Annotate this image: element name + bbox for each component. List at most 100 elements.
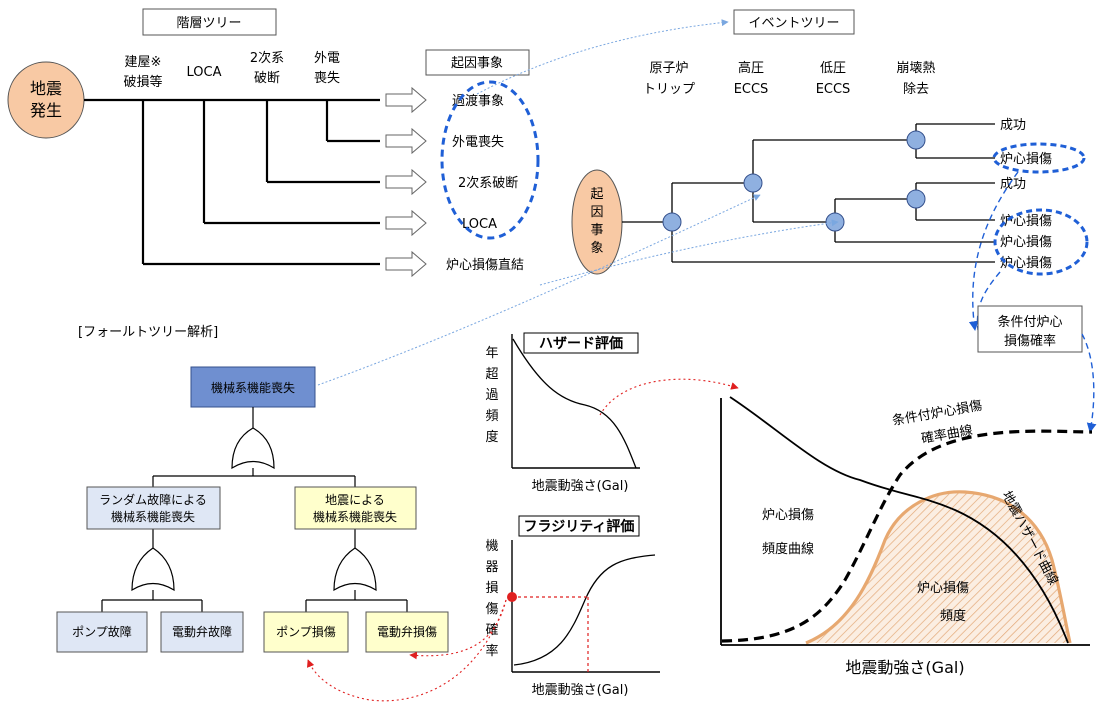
- header-reactor-trip-2: トリップ: [643, 82, 695, 97]
- initiating-event-node: [571, 169, 623, 275]
- or-gate-right: [333, 547, 377, 592]
- core-damage-frequency-curve: [805, 490, 1072, 645]
- fragility-ylabel-3: 損: [485, 581, 498, 596]
- valve-failure-label: 電動弁故障: [172, 624, 232, 639]
- fragility-chart: フラジリティ評価 機 器 損 傷 確 率 地震動強さ(Gal): [485, 515, 660, 698]
- header-lp-eccs-2: ECCS: [816, 82, 851, 97]
- node-char-3: 事: [590, 223, 603, 238]
- top-event-label: 機械系機能喪失: [211, 380, 295, 395]
- column-secondary-2: 破断: [254, 71, 280, 86]
- pump-damage-label: ポンプ損傷: [276, 624, 336, 639]
- fragility-xlabel: 地震動強さ(Gal): [532, 683, 629, 698]
- event-tree-title-box: [733, 9, 855, 35]
- branch-nodes: [662, 130, 926, 232]
- or-gate-left: [131, 547, 175, 592]
- core-damage-chart: 条件付炉心損傷 確率曲線 炉心損傷 頻度曲線 地震ハザード曲線 炉心損傷 頻度 …: [720, 396, 1093, 677]
- hazard-curve: [512, 338, 637, 469]
- link-to-ccdp-2: [976, 271, 1001, 331]
- earthquake-label-2: 発生: [30, 101, 62, 120]
- header-hp-eccs-2: ECCS: [734, 82, 769, 97]
- column-secondary-1: 2次系: [250, 50, 284, 66]
- initiating-events-highlight: [440, 80, 540, 240]
- random-failure-label-2: 機械系機能喪失: [111, 509, 195, 524]
- or-gates: [131, 427, 377, 592]
- header-reactor-trip-1: 原子炉: [649, 61, 688, 76]
- initiating-title-box: [425, 49, 530, 76]
- area-label-1: 炉心損傷: [917, 581, 969, 596]
- initiating-arrows: [385, 86, 427, 278]
- core-damage-frequency-area: [806, 491, 1070, 643]
- event-secondary-break: 2次系破断: [458, 175, 518, 191]
- earthquake-label-1: 地震: [30, 79, 62, 98]
- hazard-ylabel-4: 頻: [485, 409, 498, 424]
- hazard-title-box: [523, 332, 639, 354]
- fault-tree: [フォールトツリー解析] 機械系機能喪失 ランダム故障による: [56, 325, 449, 653]
- area-label-2: 頻度: [940, 608, 966, 624]
- outcome-3: 成功: [1000, 177, 1026, 192]
- column-building-1: 建屋※: [125, 55, 162, 70]
- hierarchy-title-box: [142, 8, 277, 36]
- hazard-ylabel-1: 年: [485, 346, 498, 361]
- seismic-failure-box: [294, 486, 417, 530]
- fragility-title: フラジリティ評価: [524, 518, 635, 535]
- random-failure-label-1: ランダム故障による: [99, 492, 207, 507]
- hazard-ylabel-3: 過: [485, 388, 498, 403]
- cross-links: [317, 19, 839, 386]
- pump-damage-box: [263, 611, 349, 653]
- hierarchy-title: 階層ツリー: [176, 16, 241, 31]
- fragility-title-box: [518, 515, 640, 537]
- earthquake-node: [7, 61, 85, 139]
- outcome-6: 炉心損傷: [1000, 256, 1052, 271]
- red-links: [307, 378, 739, 702]
- fragility-ylabel-6: 率: [485, 643, 498, 659]
- hierarchy-branches: [84, 98, 380, 266]
- fragility-guide-lines: [512, 596, 589, 672]
- fragility-ylabel-5: 確: [485, 622, 498, 638]
- column-offsite-1: 外電: [314, 51, 340, 66]
- header-hp-eccs-1: 高圧: [738, 60, 764, 76]
- link-to-ccdp-curve: [1081, 333, 1097, 433]
- fragility-ylabel-2: 器: [485, 560, 498, 575]
- ccdp-label-1: 条件付炉心: [997, 314, 1062, 330]
- event-tree: イベントツリー 原子炉 トリップ 高圧 ECCS 低圧 ECCS 崩壊熱 除去 …: [571, 9, 1097, 433]
- cdf-curve-label-1: 炉心損傷: [762, 508, 814, 523]
- fragility-ylabel-1: 機: [485, 539, 498, 554]
- header-decay-heat-1: 崩壊熱: [896, 61, 935, 76]
- event-tree-branches: [622, 123, 995, 263]
- node-char-4: 象: [590, 241, 603, 256]
- hazard-ylabel-5: 度: [485, 429, 498, 445]
- header-decay-heat-2: 除去: [903, 82, 929, 97]
- node-char-1: 起: [590, 187, 603, 202]
- event-direct-core-damage: 炉心損傷直結: [446, 258, 524, 273]
- column-building-2: 破損等: [123, 74, 162, 90]
- valve-damage-box: [365, 611, 449, 653]
- seismic-hazard-curve: [729, 396, 1069, 644]
- outcome-4: 炉心損傷: [1000, 214, 1052, 229]
- core-damage-highlight-2: [993, 208, 1089, 276]
- event-offsite-power: 外電喪失: [452, 135, 504, 150]
- column-loca: LOCA: [187, 65, 222, 80]
- fragility-point: [507, 592, 517, 602]
- node-char-2: 因: [590, 205, 603, 220]
- or-gate-top: [231, 427, 275, 470]
- cdf-curve-label-2: 頻度曲線: [762, 541, 814, 557]
- ccdp-label-2: 損傷確率: [1004, 333, 1056, 349]
- valve-failure-box: [160, 611, 244, 653]
- hazard-chart: ハザード評価 年 超 過 頻 度 地震動強さ(Gal): [485, 332, 640, 494]
- link-to-ccdp-1: [968, 171, 1019, 331]
- hazard-ylabel-2: 超: [485, 367, 498, 382]
- fault-tree-lines: [101, 407, 408, 612]
- valve-damage-label: 電動弁損傷: [377, 624, 437, 639]
- fragility-curve: [513, 554, 656, 666]
- event-loca: LOCA: [462, 217, 497, 232]
- outcome-2: 炉心損傷: [1000, 152, 1052, 167]
- seismic-failure-label-2: 機械系機能喪失: [313, 509, 397, 524]
- outcome-5: 炉心損傷: [1000, 235, 1052, 250]
- seismic-failure-label-1: 地震による: [325, 493, 385, 507]
- event-transient: 過渡事象: [452, 93, 504, 109]
- core-damage-highlight-1: [992, 142, 1086, 174]
- fault-tree-title: [フォールトツリー解析]: [78, 325, 218, 340]
- column-offsite-2: 喪失: [314, 71, 340, 86]
- header-lp-eccs-1: 低圧: [820, 61, 846, 76]
